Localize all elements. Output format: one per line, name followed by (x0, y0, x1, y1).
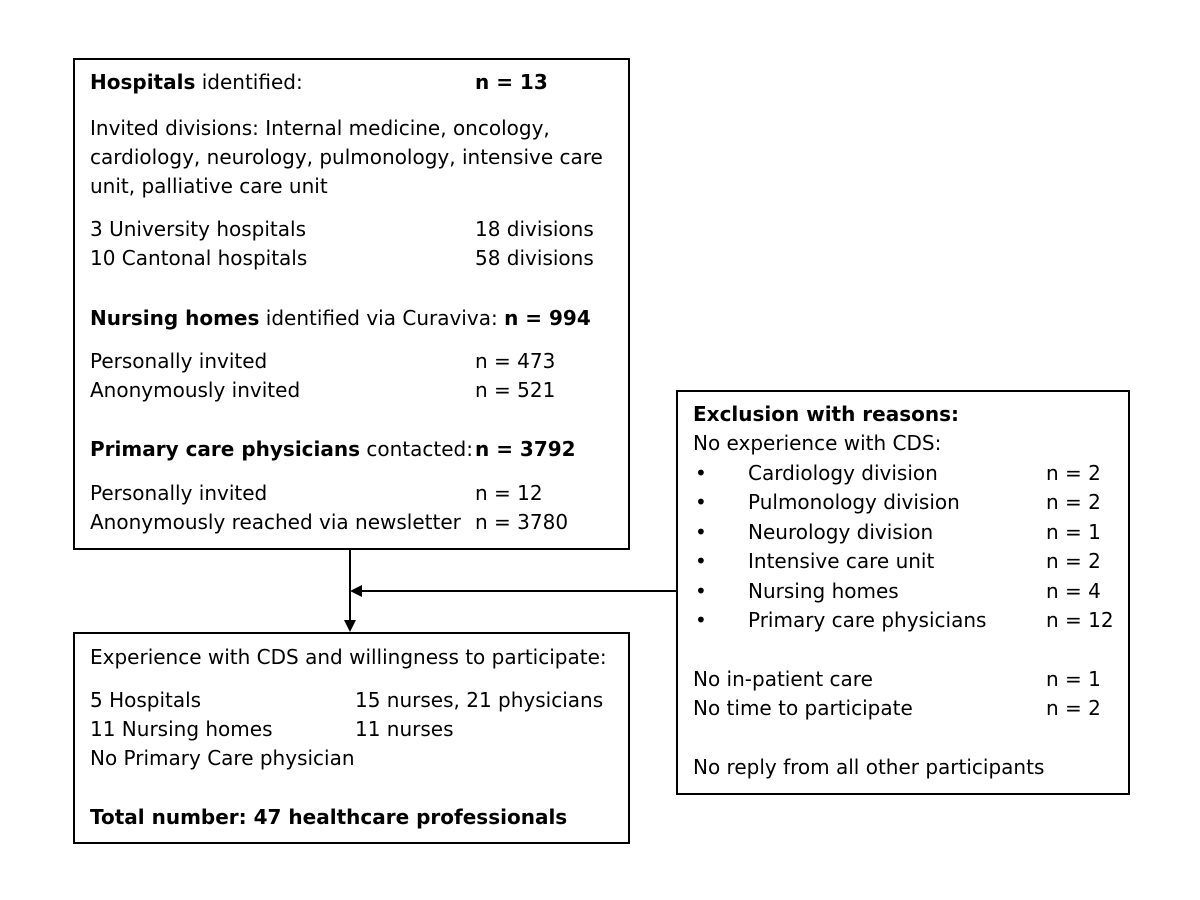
bullet: • (695, 490, 707, 514)
exclusion-item-value: n = 2 (1046, 549, 1101, 573)
result-row-name: 5 Hospitals (90, 688, 202, 712)
hospital-row-name: 10 Cantonal hospitals (90, 246, 308, 270)
bullet: • (695, 461, 707, 485)
bullet: • (695, 608, 707, 632)
exclusion-item-name: Pulmonology division (748, 490, 960, 514)
exclusion-item-value: n = 2 (1046, 490, 1101, 514)
exclusion-item-name: Cardiology division (748, 461, 938, 485)
exclusion-item-value: n = 4 (1046, 579, 1101, 603)
nursing-row-name: Anonymously invited (90, 378, 301, 402)
exclusion-other-value: n = 2 (1046, 696, 1101, 720)
exclusion-box (676, 390, 1130, 795)
primary-care-row-value: n = 12 (475, 481, 543, 505)
hospitals-label: Hospitals identified: (90, 70, 303, 94)
nursing-row-value: n = 521 (475, 378, 556, 402)
primary-care-label: Primary care physicians contacted: (90, 437, 473, 461)
hospital-row-name: 3 University hospitals (90, 217, 306, 241)
exclusion-item-value: n = 2 (1046, 461, 1101, 485)
bullet: • (695, 520, 707, 544)
primary-care-row-value: n = 3780 (475, 510, 569, 534)
result-row-value: 15 nurses, 21 physicians (355, 688, 604, 712)
bullet: • (695, 549, 707, 573)
sources-box (73, 58, 630, 550)
exclusion-item-value: n = 1 (1046, 520, 1101, 544)
exclusion-footer: No reply from all other participants (693, 755, 1045, 779)
result-box (73, 632, 630, 844)
nursing-homes-count: n = 994 (504, 306, 591, 330)
primary-care-row-name: Anonymously reached via newsletter (90, 510, 461, 534)
exclusion-item-name: Neurology division (748, 520, 934, 544)
exclusion-other-name: No time to participate (693, 696, 913, 720)
exclusion-subtitle: No experience with CDS: (693, 431, 942, 455)
bullet: • (695, 579, 707, 603)
hospital-row-value: 18 divisions (475, 217, 594, 241)
hospital-row-value: 58 divisions (475, 246, 594, 270)
exclusion-item-name: Intensive care unit (748, 549, 935, 573)
primary-care-row-name: Personally invited (90, 481, 268, 505)
exclusion-other-name: No in-patient care (693, 667, 873, 691)
exclusion-item-value: n = 12 (1046, 608, 1114, 632)
invited-divisions-line: Invited divisions: Internal medicine, on… (90, 116, 550, 140)
result-no-pcp: No Primary Care physician (90, 746, 355, 770)
result-total: Total number: 47 healthcare professional… (90, 805, 568, 829)
exclusion-title: Exclusion with reasons: (693, 402, 960, 426)
result-heading: Experience with CDS and willingness to p… (90, 645, 607, 669)
invited-divisions-line: cardiology, neurology, pulmonology, inte… (90, 145, 603, 169)
invited-divisions-line: unit, palliative care unit (90, 174, 328, 198)
nursing-homes-label: Nursing homes identified via Curaviva: n… (90, 306, 591, 330)
result-row-value: 11 nurses (355, 717, 454, 741)
nursing-row-value: n = 473 (475, 349, 556, 373)
primary-care-count: n = 3792 (475, 437, 576, 461)
exclusion-item-name: Primary care physicians (748, 608, 987, 632)
hospitals-count: n = 13 (475, 70, 548, 94)
nursing-row-name: Personally invited (90, 349, 268, 373)
exclusion-other-value: n = 1 (1046, 667, 1101, 691)
result-row-name: 11 Nursing homes (90, 717, 273, 741)
exclusion-item-name: Nursing homes (748, 579, 899, 603)
